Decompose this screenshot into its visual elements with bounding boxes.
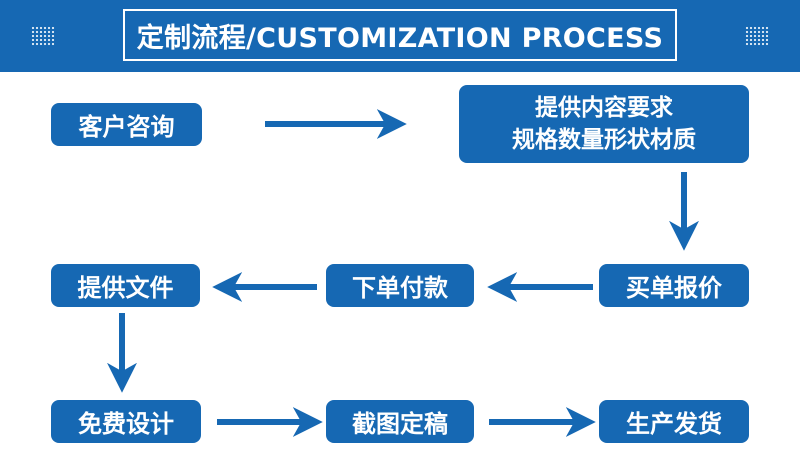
step-requirements-line-1: 提供内容要求 — [535, 95, 673, 121]
step-production-shipping: 生产发货 — [599, 400, 749, 443]
step-provide-requirements: 提供内容要求 规格数量形状材质 — [459, 85, 749, 163]
step-order-payment: 下单付款 — [326, 264, 474, 307]
page-title: 定制流程/CUSTOMIZATION PROCESS — [123, 9, 677, 61]
header-banner: 定制流程/CUSTOMIZATION PROCESS — [0, 0, 800, 72]
dot-pattern-right — [745, 26, 769, 46]
dot-pattern-left — [31, 26, 55, 46]
step-customer-consultation: 客户咨询 — [51, 103, 202, 146]
step-provide-files: 提供文件 — [51, 264, 200, 307]
step-free-design: 免费设计 — [51, 400, 201, 443]
step-screenshot-finalize: 截图定稿 — [326, 400, 474, 443]
step-requirements-line-2: 规格数量形状材质 — [512, 127, 696, 153]
step-quote: 买单报价 — [599, 264, 749, 307]
